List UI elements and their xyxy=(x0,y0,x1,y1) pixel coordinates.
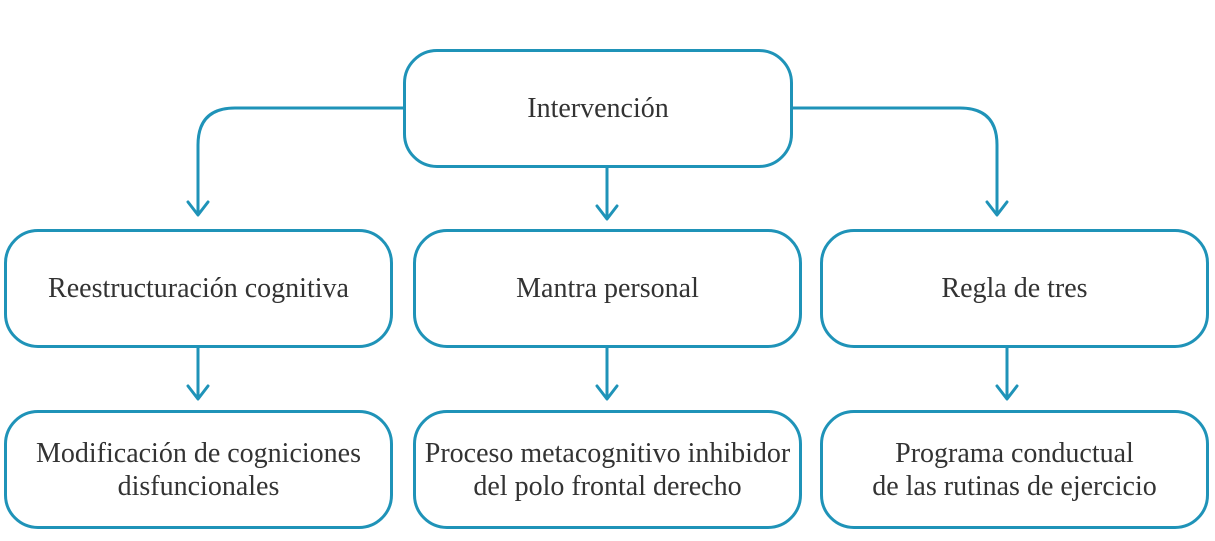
node-modificacion-cogniciones: Modificación de cogniciones disfuncional… xyxy=(4,410,393,529)
connector-root-to-left xyxy=(196,106,406,216)
node-proceso-metacognitivo: Proceso metacognitivo inhibidor del polo… xyxy=(413,410,802,529)
arrowhead-right-to-result xyxy=(995,384,1019,401)
node-modificacion-cogniciones-line-1: Modificación de cogniciones xyxy=(35,437,361,469)
node-mantra-personal-label: Mantra personal xyxy=(516,273,699,304)
node-proceso-metacognitivo-line-2: del polo frontal derecho xyxy=(473,470,742,502)
connector-root-to-right xyxy=(790,106,999,216)
arrowhead-root-to-right xyxy=(985,200,1009,217)
node-reestructuracion-cognitiva: Reestructuración cognitiva xyxy=(4,229,393,348)
node-modificacion-cogniciones-line-2: disfuncionales xyxy=(117,470,280,502)
node-intervencion-label: Intervención xyxy=(527,93,669,124)
node-proceso-metacognitivo-line-1: Proceso metacognitivo inhibidor xyxy=(424,437,791,469)
node-programa-conductual-line-1: Programa conductual xyxy=(895,437,1134,469)
node-programa-conductual: Programa conductual de las rutinas de ej… xyxy=(820,410,1209,529)
node-regla-de-tres-label: Regla de tres xyxy=(941,273,1088,304)
node-mantra-personal: Mantra personal xyxy=(413,229,802,348)
node-regla-de-tres: Regla de tres xyxy=(820,229,1209,348)
node-intervencion: Intervención xyxy=(403,49,793,168)
arrowhead-center-to-result xyxy=(595,384,619,401)
arrowhead-root-to-center xyxy=(595,204,619,221)
node-programa-conductual-line-2: de las rutinas de ejercicio xyxy=(872,470,1157,502)
arrowhead-left-to-result xyxy=(186,384,210,401)
arrowhead-root-to-left xyxy=(186,200,210,217)
node-reestructuracion-cognitiva-label: Reestructuración cognitiva xyxy=(48,273,349,304)
